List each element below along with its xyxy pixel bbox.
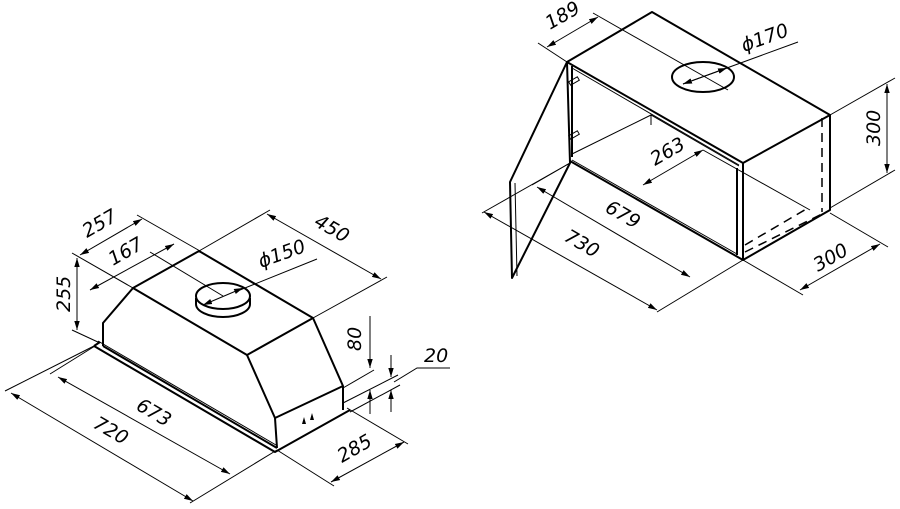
dim-cabinet-total-length: 730 bbox=[561, 225, 603, 262]
dim-hood-depth-total: 257 bbox=[79, 205, 121, 242]
dim-hood-front-depth: 285 bbox=[334, 430, 376, 467]
dim-cabinet-inner-length: 679 bbox=[602, 196, 644, 233]
dim-cabinet-depth: 300 bbox=[810, 239, 852, 276]
dim-cabinet-inner-depth: 263 bbox=[647, 133, 689, 170]
hood-dimension-lines bbox=[4, 209, 450, 504]
hood-body bbox=[93, 250, 351, 453]
dim-hood-body-length: 673 bbox=[133, 394, 175, 431]
dim-hood-height: 255 bbox=[53, 276, 75, 312]
dim-cabinet-hole-diameter: ϕ170 bbox=[738, 19, 791, 56]
dim-hood-hole-diameter: ϕ150 bbox=[255, 235, 308, 272]
dim-hood-hole-offset: 167 bbox=[105, 233, 147, 270]
dim-hood-panel-thickness: 20 bbox=[424, 345, 448, 367]
hood-drawing: 255 257 167 ϕ150 450 80 20 673 720 285 bbox=[4, 205, 450, 504]
hinge-icon bbox=[567, 76, 581, 86]
hood-duct-outlet bbox=[195, 282, 251, 318]
cabinet-dimension-lines bbox=[481, 12, 896, 313]
control-buttons-icon bbox=[302, 413, 314, 424]
cabinet-drawing: 189 ϕ170 300 263 679 730 300 bbox=[481, 0, 896, 313]
dim-cabinet-height: 300 bbox=[863, 110, 885, 146]
cabinet-duct-hole bbox=[671, 61, 735, 93]
dim-hood-front-height: 80 bbox=[344, 327, 366, 351]
hinge-icon bbox=[567, 130, 581, 140]
